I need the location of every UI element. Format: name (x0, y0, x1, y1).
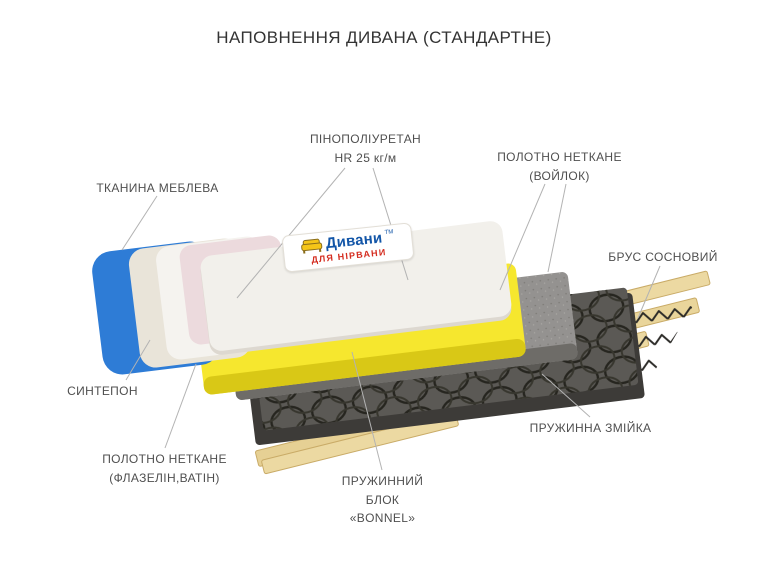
logo-trademark: ТМ (384, 229, 394, 237)
label-foam-line2: HR 25 кг/м (334, 150, 397, 165)
label-snake-spring: ПРУЖИННА ЗМІЙКА (508, 419, 673, 438)
label-foam: ПІНОПОЛІУРЕТАН HR 25 кг/м (278, 130, 453, 167)
layer-top-cover (200, 221, 512, 351)
leader-nonwoven (164, 363, 197, 449)
label-nonwoven: ПОЛОТНО НЕТКАНЕ (ФЛАЗЕЛІН,ВАТІН) (82, 450, 247, 487)
leader-bonnel (351, 351, 383, 471)
leader-fabric (121, 195, 158, 251)
label-pine-beam: БРУС СОСНОВИЙ (588, 248, 738, 267)
layer-foam-edge (203, 338, 526, 395)
label-bonnel-line3: «BONNEL» (349, 511, 416, 526)
label-nonwoven-line2: (ФЛАЗЕЛІН,ВАТІН) (109, 470, 220, 485)
label-fabric: ТКАНИНА МЕБЛЕВА (80, 179, 235, 198)
label-foam-line1: ПІНОПОЛІУРЕТАН (309, 132, 422, 146)
brand-logo: Дивани ТМ ДЛЯ НІРВАНИ (281, 222, 415, 273)
label-sintepon-line1: СИНТЕПОН (67, 384, 138, 398)
leader-pine (637, 265, 661, 319)
label-nonwoven-line1: ПОЛОТНО НЕТКАНЕ (102, 452, 227, 466)
label-bonnel-line1: ПРУЖИННИЙ (341, 474, 424, 488)
leader-sintepon (125, 339, 151, 381)
label-snake-line1: ПРУЖИННА ЗМІЙКА (529, 421, 652, 435)
label-sintepon: СИНТЕПОН (45, 382, 160, 401)
label-fabric-line1: ТКАНИНА МЕБЛЕВА (96, 181, 219, 195)
page-title: НАПОВНЕННЯ ДИВАНА (СТАНДАРТНЕ) (216, 28, 552, 47)
leader-felt-right (547, 183, 567, 273)
leader-felt-left (499, 183, 546, 291)
leader-foam-left (236, 167, 346, 299)
label-felt-line2: (ВОЙЛОК) (529, 168, 590, 183)
leader-snake (541, 373, 591, 418)
label-felt: ПОЛОТНО НЕТКАНЕ (ВОЙЛОК) (472, 148, 647, 185)
label-pine-line1: БРУС СОСНОВИЙ (608, 250, 718, 264)
label-bonnel: ПРУЖИННИЙ БЛОК «BONNEL» (325, 472, 440, 528)
label-bonnel-line2: БЛОК (365, 492, 400, 507)
leader-lines (121, 167, 661, 471)
label-felt-line1: ПОЛОТНО НЕТКАНЕ (497, 150, 622, 164)
sofa-logo-icon (301, 238, 323, 254)
